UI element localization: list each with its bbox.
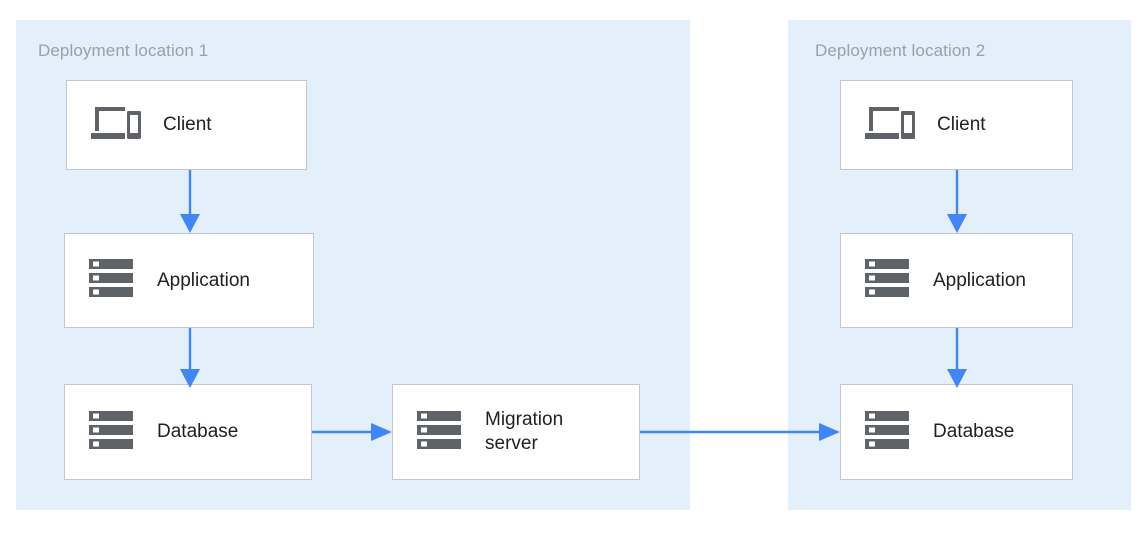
node-label: Application xyxy=(157,269,250,291)
node-client-zone-1[interactable]: Client xyxy=(66,80,307,170)
devices-icon xyxy=(863,103,915,148)
node-label: Database xyxy=(157,421,239,442)
node-database-zone-1[interactable]: Database xyxy=(64,384,312,480)
edge-database-to-migration-server xyxy=(312,423,392,441)
edge-application-to-database-zone-1 xyxy=(180,328,200,388)
deployment-zone-1-title: Deployment location 1 xyxy=(38,41,209,60)
node-label: Application xyxy=(933,269,1026,291)
node-label: Migration server xyxy=(485,409,564,454)
edge-migration-server-to-database-zone-2 xyxy=(640,423,840,441)
deployment-zone-2-title: Deployment location 2 xyxy=(815,41,986,60)
server-icon xyxy=(87,409,135,456)
devices-icon xyxy=(89,103,141,148)
node-application-zone-2[interactable]: Application xyxy=(840,233,1073,328)
edge-application-to-database-zone-2 xyxy=(947,328,967,388)
node-migration-server[interactable]: Migration server xyxy=(392,384,640,480)
node-client-zone-2[interactable]: Client xyxy=(840,80,1073,170)
server-icon xyxy=(863,409,911,456)
node-label: Client xyxy=(163,114,212,135)
server-icon xyxy=(87,257,135,304)
node-label: Client xyxy=(937,114,986,135)
edge-client-to-application-zone-1 xyxy=(180,170,200,233)
node-database-zone-2[interactable]: Database xyxy=(840,384,1073,480)
node-label: Database xyxy=(933,421,1015,442)
edge-client-to-application-zone-2 xyxy=(947,170,967,233)
node-application-zone-1[interactable]: Application xyxy=(64,233,314,328)
server-icon xyxy=(415,409,463,456)
server-icon xyxy=(863,257,911,304)
